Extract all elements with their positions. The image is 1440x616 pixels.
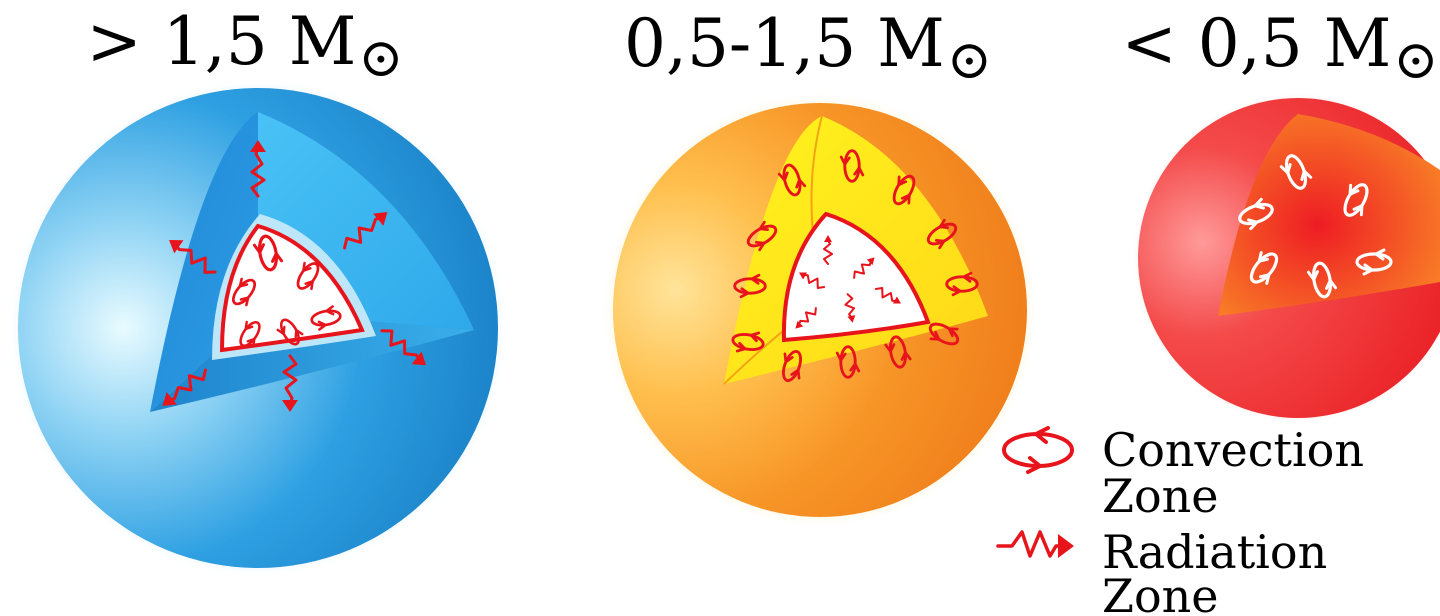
- legend: Convection Zone Radiation Zone: [996, 423, 1364, 616]
- star-red-dwarf-mass-label: < 0,5 M⊙: [1121, 5, 1438, 91]
- legend-radiation-line1: Radiation: [1102, 525, 1327, 579]
- star-sunlike: [602, 92, 1038, 528]
- radiation-wave-icon: [996, 530, 1074, 558]
- star-massive-mass-label: > 1,5 M⊙: [86, 3, 403, 89]
- star-sunlike-radiation-core: [781, 211, 931, 343]
- star-sunlike-mass-label: 0,5-1,5 M⊙: [624, 5, 992, 91]
- star-massive: [8, 78, 508, 578]
- legend-radiation-line2: Zone: [1102, 569, 1219, 616]
- convection-loop-icon: [1002, 426, 1074, 474]
- legend-convection-line1: Convection: [1102, 423, 1364, 477]
- star-red-dwarf: [1132, 92, 1440, 424]
- legend-convection-line2: Zone: [1102, 469, 1219, 523]
